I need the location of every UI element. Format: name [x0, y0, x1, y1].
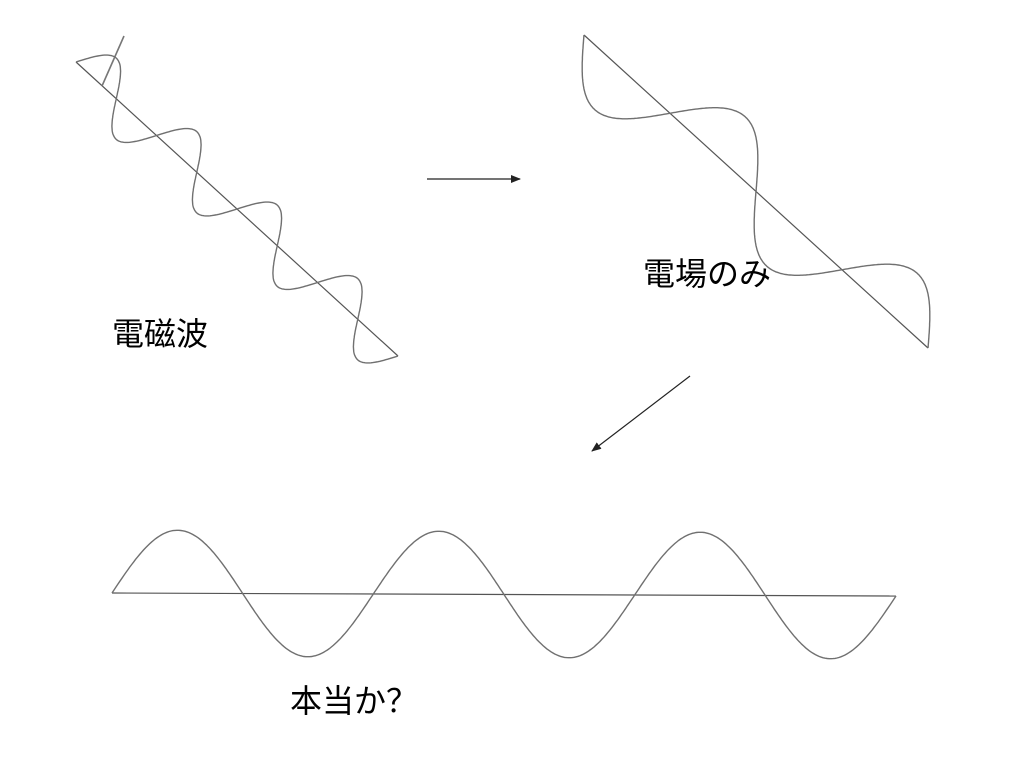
e-field-diagram: [581, 34, 931, 349]
e-field-curve: [581, 34, 931, 349]
em-wave-curve: [75, 54, 399, 364]
label-em-wave: 電磁波: [112, 315, 209, 353]
arrow-down-left: [591, 375, 691, 452]
label-e-field-only: 電場のみ: [643, 255, 772, 293]
sine-wave-curve: [111, 529, 897, 660]
em-wave-diagram: [75, 35, 399, 364]
sine-wave-diagram: [111, 529, 897, 660]
em-wave-field-vector: [101, 35, 125, 87]
label-really: 本当か？: [290, 682, 419, 720]
